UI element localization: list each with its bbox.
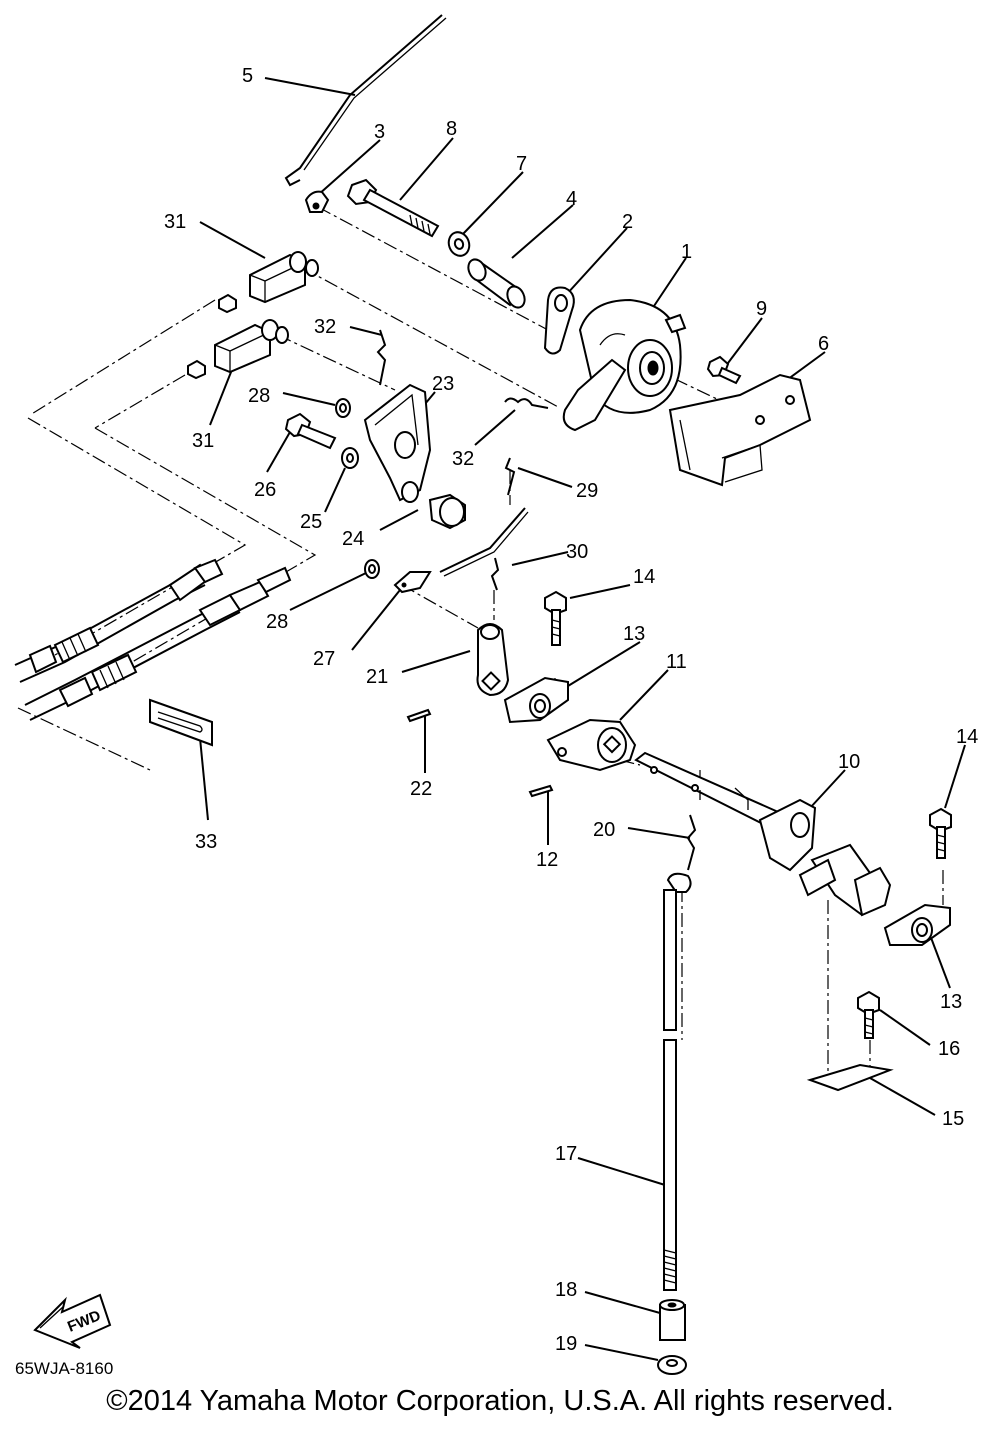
callout-20: 20	[593, 819, 615, 841]
callout-labels: 1 2 3 4 5 6 7 8 9 10 11 12 13 13 14 14 1…	[164, 65, 978, 1355]
part-27-link-rod	[393, 507, 529, 594]
callout-26: 26	[254, 479, 276, 501]
part-5-rod-inner	[303, 17, 447, 171]
part-31-cable-end-lower	[214, 319, 289, 374]
part-28-washer-upper	[335, 398, 351, 418]
part-25-washer	[341, 447, 359, 469]
part-31-cable-end-upper	[249, 251, 319, 304]
part-13-clamp-upper	[503, 676, 569, 724]
part-17-shift-rod	[663, 872, 692, 1291]
callout-13-upper: 13	[623, 623, 645, 645]
part-24-collar	[428, 493, 466, 530]
callout-19: 19	[555, 1333, 577, 1355]
part-6-bracket	[668, 373, 812, 487]
callout-32-upper: 32	[314, 316, 336, 338]
callout-11: 11	[666, 651, 687, 673]
part-20-clip	[686, 814, 697, 871]
part-15-plate	[806, 1063, 894, 1092]
copyright-notice: ©2014 Yamaha Motor Corporation, U.S.A. A…	[106, 1385, 894, 1417]
part-30-pin	[490, 557, 500, 591]
diagram-code: 65WJA-8160	[15, 1359, 113, 1378]
callout-31-lower: 31	[192, 430, 214, 452]
callout-32-lower: 32	[452, 448, 474, 470]
callout-7: 7	[516, 153, 527, 175]
callout-13-right: 13	[940, 991, 962, 1013]
part-10-shift-shaft	[634, 751, 892, 917]
callout-15: 15	[942, 1108, 964, 1130]
callout-4: 4	[566, 188, 577, 210]
throttle-cables	[14, 558, 292, 721]
part-14-bolt-right	[929, 807, 952, 859]
part-11-shift-arm	[546, 718, 637, 772]
callout-25: 25	[300, 511, 322, 533]
part-3-clip	[304, 190, 330, 213]
part-1-cam-assembly	[562, 298, 687, 432]
callout-30: 30	[566, 541, 588, 563]
callout-33: 33	[195, 831, 217, 853]
part-7-washer	[447, 231, 471, 257]
fwd-arrow-icon	[33, 1293, 112, 1349]
part-28-washer-lower	[364, 559, 380, 579]
callout-2: 2	[622, 211, 633, 233]
part-29-pin	[504, 457, 516, 496]
part-32-clip-upper	[376, 329, 387, 386]
callout-16: 16	[938, 1038, 960, 1060]
part-18-sleeve	[659, 1299, 686, 1341]
part-5-rod	[284, 14, 443, 187]
callout-6: 6	[818, 333, 829, 355]
callout-23: 23	[432, 373, 454, 395]
callout-28-upper: 28	[248, 385, 270, 407]
part-32-clip-lower	[504, 397, 549, 409]
part-12-pin	[528, 784, 554, 798]
callout-24: 24	[342, 528, 364, 550]
callout-1: 1	[681, 241, 692, 263]
callout-14-upper: 14	[633, 566, 655, 588]
callout-31-upper: 31	[164, 211, 186, 233]
part-19-nut	[657, 1355, 687, 1375]
part-23-lever-arm	[363, 383, 432, 503]
callout-28-lower: 28	[266, 611, 288, 633]
nuts-small	[187, 293, 237, 380]
callout-18: 18	[555, 1279, 577, 1301]
callout-5: 5	[242, 65, 253, 87]
part-16-bolt	[857, 990, 880, 1039]
callout-8: 8	[446, 118, 457, 140]
part-13-clamp-right	[883, 903, 951, 946]
callout-17: 17	[555, 1143, 577, 1165]
part-9-bolt	[706, 355, 742, 385]
callout-10: 10	[838, 751, 860, 773]
callout-22: 22	[410, 778, 432, 800]
callout-29: 29	[576, 480, 598, 502]
part-8-bolt	[346, 178, 440, 238]
callout-21: 21	[366, 666, 388, 688]
part-22-pin	[406, 708, 432, 723]
part-33-label	[149, 698, 213, 747]
part-2-lever	[543, 286, 575, 355]
part-4-bushing	[467, 258, 526, 309]
callout-12: 12	[536, 849, 558, 871]
part-14-bolt-upper	[544, 590, 567, 646]
callout-3: 3	[374, 121, 385, 143]
callout-27: 27	[313, 648, 335, 670]
part-21-lever	[476, 623, 510, 697]
callout-9: 9	[756, 298, 767, 320]
callout-14-right: 14	[956, 726, 978, 748]
part-26-bolt	[284, 412, 337, 450]
